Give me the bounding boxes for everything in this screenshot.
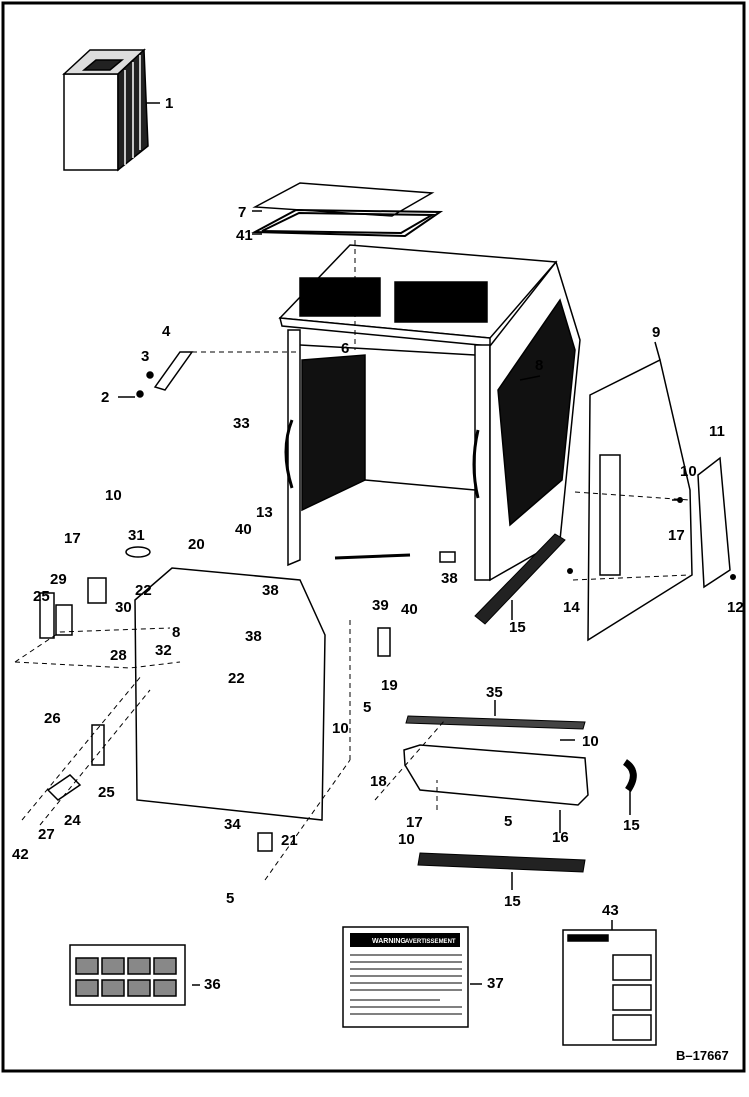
part-35-strip bbox=[405, 715, 586, 730]
part-43-manual bbox=[562, 929, 657, 1046]
part-15-end-clip bbox=[622, 759, 637, 792]
part-36-decal bbox=[69, 944, 186, 1006]
part-1-kit-box bbox=[62, 48, 149, 172]
label-38c: 38 bbox=[441, 570, 458, 587]
label-17a: 17 bbox=[64, 530, 81, 547]
label-39: 39 bbox=[372, 597, 389, 614]
label-40a: 40 bbox=[235, 521, 252, 538]
hardware-parts bbox=[39, 546, 456, 852]
diagram-border bbox=[1, 1, 746, 1073]
label-14: 14 bbox=[563, 599, 580, 616]
label-35: 35 bbox=[486, 684, 503, 701]
part-16-tray bbox=[403, 744, 589, 806]
label-5b: 5 bbox=[504, 813, 512, 830]
label-10d: 10 bbox=[582, 733, 599, 750]
label-41: 41 bbox=[236, 227, 253, 244]
label-36: 36 bbox=[204, 976, 221, 993]
label-10c: 10 bbox=[332, 720, 349, 737]
part-41-seal bbox=[251, 208, 444, 238]
label-42: 42 bbox=[12, 846, 29, 863]
label-17c: 17 bbox=[406, 814, 423, 831]
label-31: 31 bbox=[128, 527, 145, 544]
part-37-warning-decal: WARNING AVERTISSEMENT bbox=[342, 926, 469, 1028]
label-25b: 25 bbox=[98, 784, 115, 801]
label-21: 21 bbox=[281, 832, 298, 849]
label-40b: 40 bbox=[401, 601, 418, 618]
label-11: 11 bbox=[709, 423, 725, 440]
label-38b: 38 bbox=[245, 628, 262, 645]
label-10a: 10 bbox=[105, 487, 122, 504]
label-28: 28 bbox=[110, 647, 127, 664]
label-38a: 38 bbox=[262, 582, 279, 599]
warning-header-fr: AVERTISSEMENT bbox=[405, 939, 456, 945]
label-12: 12 bbox=[727, 599, 744, 616]
label-4: 4 bbox=[162, 323, 171, 340]
label-17b: 17 bbox=[668, 527, 685, 544]
label-10b: 10 bbox=[680, 463, 697, 480]
label-7: 7 bbox=[238, 204, 246, 221]
label-30: 30 bbox=[115, 599, 132, 616]
figure-id: B–17667 bbox=[676, 1048, 729, 1063]
label-1: 1 bbox=[165, 95, 173, 112]
label-8b: 8 bbox=[172, 624, 180, 641]
label-25a: 25 bbox=[33, 588, 50, 605]
cab-frame bbox=[278, 244, 581, 582]
label-13: 13 bbox=[256, 504, 273, 521]
label-20: 20 bbox=[188, 536, 205, 553]
label-10e: 10 bbox=[398, 831, 415, 848]
label-8a: 8 bbox=[535, 357, 543, 374]
label-5c: 5 bbox=[226, 890, 234, 907]
warning-header-en: WARNING bbox=[372, 938, 406, 945]
label-43: 43 bbox=[602, 902, 619, 919]
label-33: 33 bbox=[233, 415, 250, 432]
label-19: 19 bbox=[381, 677, 398, 694]
label-22b: 22 bbox=[228, 670, 245, 687]
label-32: 32 bbox=[155, 642, 172, 659]
label-27: 27 bbox=[38, 826, 55, 843]
label-29: 29 bbox=[50, 571, 67, 588]
part-15-weatherstrip-upper bbox=[474, 533, 566, 625]
label-18: 18 bbox=[370, 773, 387, 790]
label-2: 2 bbox=[101, 389, 109, 406]
label-3: 3 bbox=[141, 348, 149, 365]
label-15c: 15 bbox=[504, 893, 521, 910]
part-15-weatherstrip-lower bbox=[417, 852, 586, 873]
part-labels: 1 2 3 4 5 5 5 6 7 8 8 9 10 10 10 10 10 1… bbox=[12, 95, 744, 993]
label-15b: 15 bbox=[623, 817, 640, 834]
label-6: 6 bbox=[341, 340, 349, 357]
part-11-rear-window bbox=[697, 456, 731, 589]
label-22a: 22 bbox=[135, 582, 152, 599]
part-9-side-window bbox=[587, 358, 693, 642]
label-15a: 15 bbox=[509, 619, 526, 636]
label-24: 24 bbox=[64, 812, 81, 829]
part-20-door bbox=[134, 567, 326, 821]
label-5a: 5 bbox=[363, 699, 371, 716]
label-9: 9 bbox=[652, 324, 660, 341]
label-26: 26 bbox=[44, 710, 61, 727]
label-37: 37 bbox=[487, 975, 504, 992]
label-34: 34 bbox=[224, 816, 241, 833]
label-16: 16 bbox=[552, 829, 569, 846]
